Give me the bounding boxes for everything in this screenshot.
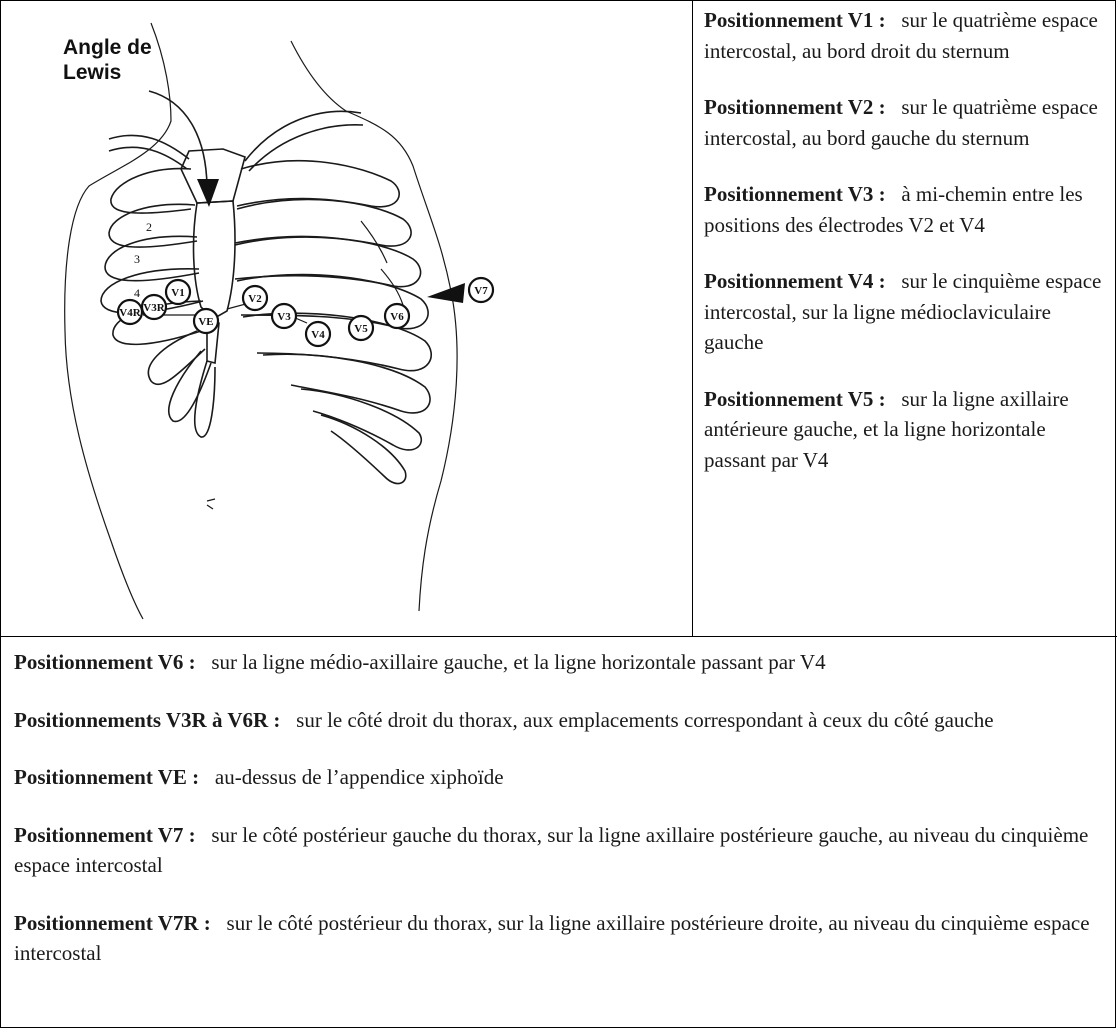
svg-text:VE: VE (198, 316, 213, 328)
entry-v4: Positionnement V4 : sur le cinquième esp… (704, 266, 1109, 358)
svg-text:V3: V3 (277, 311, 291, 323)
electrode-v4r: V4R (118, 300, 142, 324)
entry-v6: Positionnement V6 : sur la ligne médio-a… (14, 647, 1109, 678)
electrode-v7: V7 (469, 278, 493, 302)
svg-text:V1: V1 (171, 287, 184, 299)
right-description-cell: Positionnement V1 : sur le quatrième esp… (704, 5, 1109, 501)
angle-de-lewis-label: Angle de Lewis (63, 35, 152, 85)
entry-ve: Positionnement VE : au-dessus de l’appen… (14, 762, 1109, 793)
v7-arrow (427, 283, 465, 303)
svg-text:V3R: V3R (143, 302, 165, 314)
chest-diagram-cell: 2 3 4 V1 V2 (1, 1, 693, 636)
callout-arrow (149, 91, 219, 207)
electrode-v2: V2 (243, 286, 267, 310)
rib-number-4: 4 (134, 286, 140, 300)
svg-text:V4R: V4R (119, 307, 141, 319)
rib-number-2: 2 (146, 220, 152, 234)
chest-diagram: 2 3 4 V1 V2 (1, 1, 691, 635)
entry-v7r: Positionnement V7R : sur le côté postéri… (14, 908, 1109, 969)
electrode-v5: V5 (349, 316, 373, 340)
svg-text:V7: V7 (474, 285, 488, 297)
electrode-v4: V4 (306, 322, 330, 346)
entry-v1: Positionnement V1 : sur le quatrième esp… (704, 5, 1109, 66)
electrode-v6: V6 (385, 304, 409, 328)
electrode-ve: VE (194, 309, 218, 333)
bottom-description-cell: Positionnement V6 : sur la ligne médio-a… (14, 647, 1109, 996)
entry-v5: Positionnement V5 : sur la ligne axillai… (704, 384, 1109, 476)
entry-v2: Positionnement V2 : sur le quatrième esp… (704, 92, 1109, 153)
electrode-v3r: V3R (142, 295, 166, 319)
electrode-v1: V1 (166, 280, 190, 304)
top-row: 2 3 4 V1 V2 (1, 1, 1117, 637)
svg-text:V6: V6 (390, 311, 404, 323)
svg-text:V4: V4 (311, 329, 325, 341)
entry-v7: Positionnement V7 : sur le côté postérie… (14, 820, 1109, 881)
svg-text:V2: V2 (248, 293, 262, 305)
entry-v3: Positionnement V3 : à mi-chemin entre le… (704, 179, 1109, 240)
electrode-v3: V3 (272, 304, 296, 328)
rib-number-3: 3 (134, 252, 140, 266)
entry-v3r-v6r: Positionnements V3R à V6R : sur le côté … (14, 705, 1109, 736)
svg-text:V5: V5 (354, 323, 368, 335)
